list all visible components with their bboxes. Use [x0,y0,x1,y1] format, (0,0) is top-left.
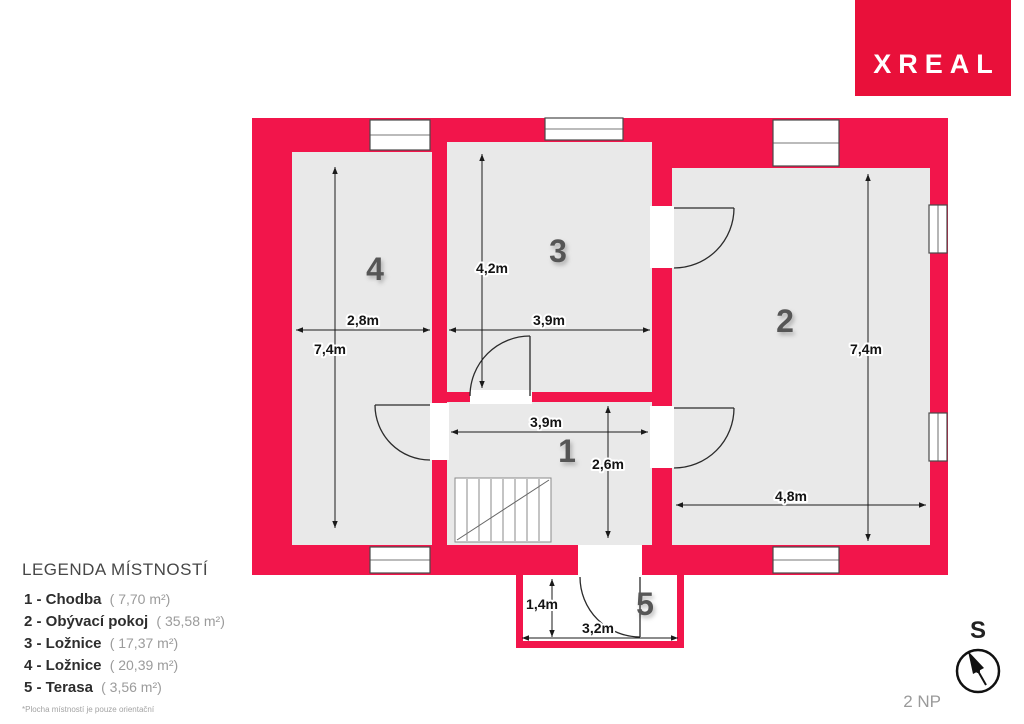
room-number-1: 1 [558,433,576,469]
compass-needle [968,651,984,674]
legend-item-area: ( 17,37 m²) [109,635,179,651]
compass-label: S [970,617,986,644]
dim-room3-width: 3,9m [533,312,565,328]
brand-logo: XREAL [855,0,1011,96]
legend-item-label: 2 - Obývací pokoj [24,613,149,630]
door-arc-bedroom4 [374,404,431,461]
legend-item-4: 4 - Ložnice ( 20,39 m²) [24,657,225,674]
legend-title: LEGENDA MÍSTNOSTÍ [22,560,209,579]
stairs [454,477,552,543]
legend: LEGENDA MÍSTNOSTÍ 1 - Chodba ( 7,70 m²) … [22,560,225,714]
window-center-lines [370,128,939,561]
room-living [672,168,930,545]
dim-room3-height: 4,2m [476,260,508,276]
room-terrace-floor [523,575,677,641]
dim-hall-width: 3,9m [530,414,562,430]
legend-item-area: ( 7,70 m²) [109,591,171,607]
room-number-5: 5 [636,586,654,622]
dimension-labels: 2,8m 7,4m 4,2m 3,9m 7,4m 3,9m 2,6m 4,8m … [312,258,884,638]
legend-item-2: 2 - Obývací pokoj ( 35,58 m²) [24,613,225,630]
legend-item-area: ( 3,56 m²) [101,679,162,695]
room-number-2: 2 [776,303,794,339]
legend-item-1: 1 - Chodba ( 7,70 m²) [24,591,225,608]
dim-hall-height: 2,6m [592,456,624,472]
legend-item-label: 4 - Ložnice [24,657,102,674]
dim-terrace-height: 1,4m [526,596,558,612]
dim-room4-width: 2,8m [347,312,379,328]
legend-item-5: 5 - Terasa ( 3,56 m²) [24,679,225,696]
room-number-3: 3 [549,233,567,269]
legend-item-3: 3 - Ložnice ( 17,37 m²) [24,635,225,652]
room-number-4: 4 [366,251,384,287]
door-arc-living-hall [673,407,735,469]
legend-item-area: ( 35,58 m²) [156,613,225,629]
legend-item-area: ( 20,39 m²) [109,657,179,673]
door-arc-bedroom3 [469,335,531,397]
brand-logo-text: XREAL [873,49,1000,79]
legend-footnote: *Plocha místností je pouze orientační [22,705,155,714]
dim-terrace-width: 3,2m [582,620,614,636]
dim-room2-height: 7,4m [850,341,882,357]
floor-label: 2 NP [903,692,941,711]
dim-room4-height: 7,4m [314,341,346,357]
legend-item-label: 1 - Chodba [24,591,102,608]
door-gaps [430,206,674,577]
door-arc-living-top [673,207,735,269]
stairs-direction-line [456,479,550,541]
legend-item-label: 3 - Ložnice [24,635,102,652]
doors [374,207,735,638]
dimension-lines [296,154,926,641]
room-numbers: 4 3 2 1 5 [366,233,794,622]
legend-item-label: 5 - Terasa [24,679,93,696]
dim-room2-width: 4,8m [775,488,807,504]
room-bedroom-4 [292,152,432,545]
compass: S [955,617,1001,694]
room-floors [292,142,930,545]
